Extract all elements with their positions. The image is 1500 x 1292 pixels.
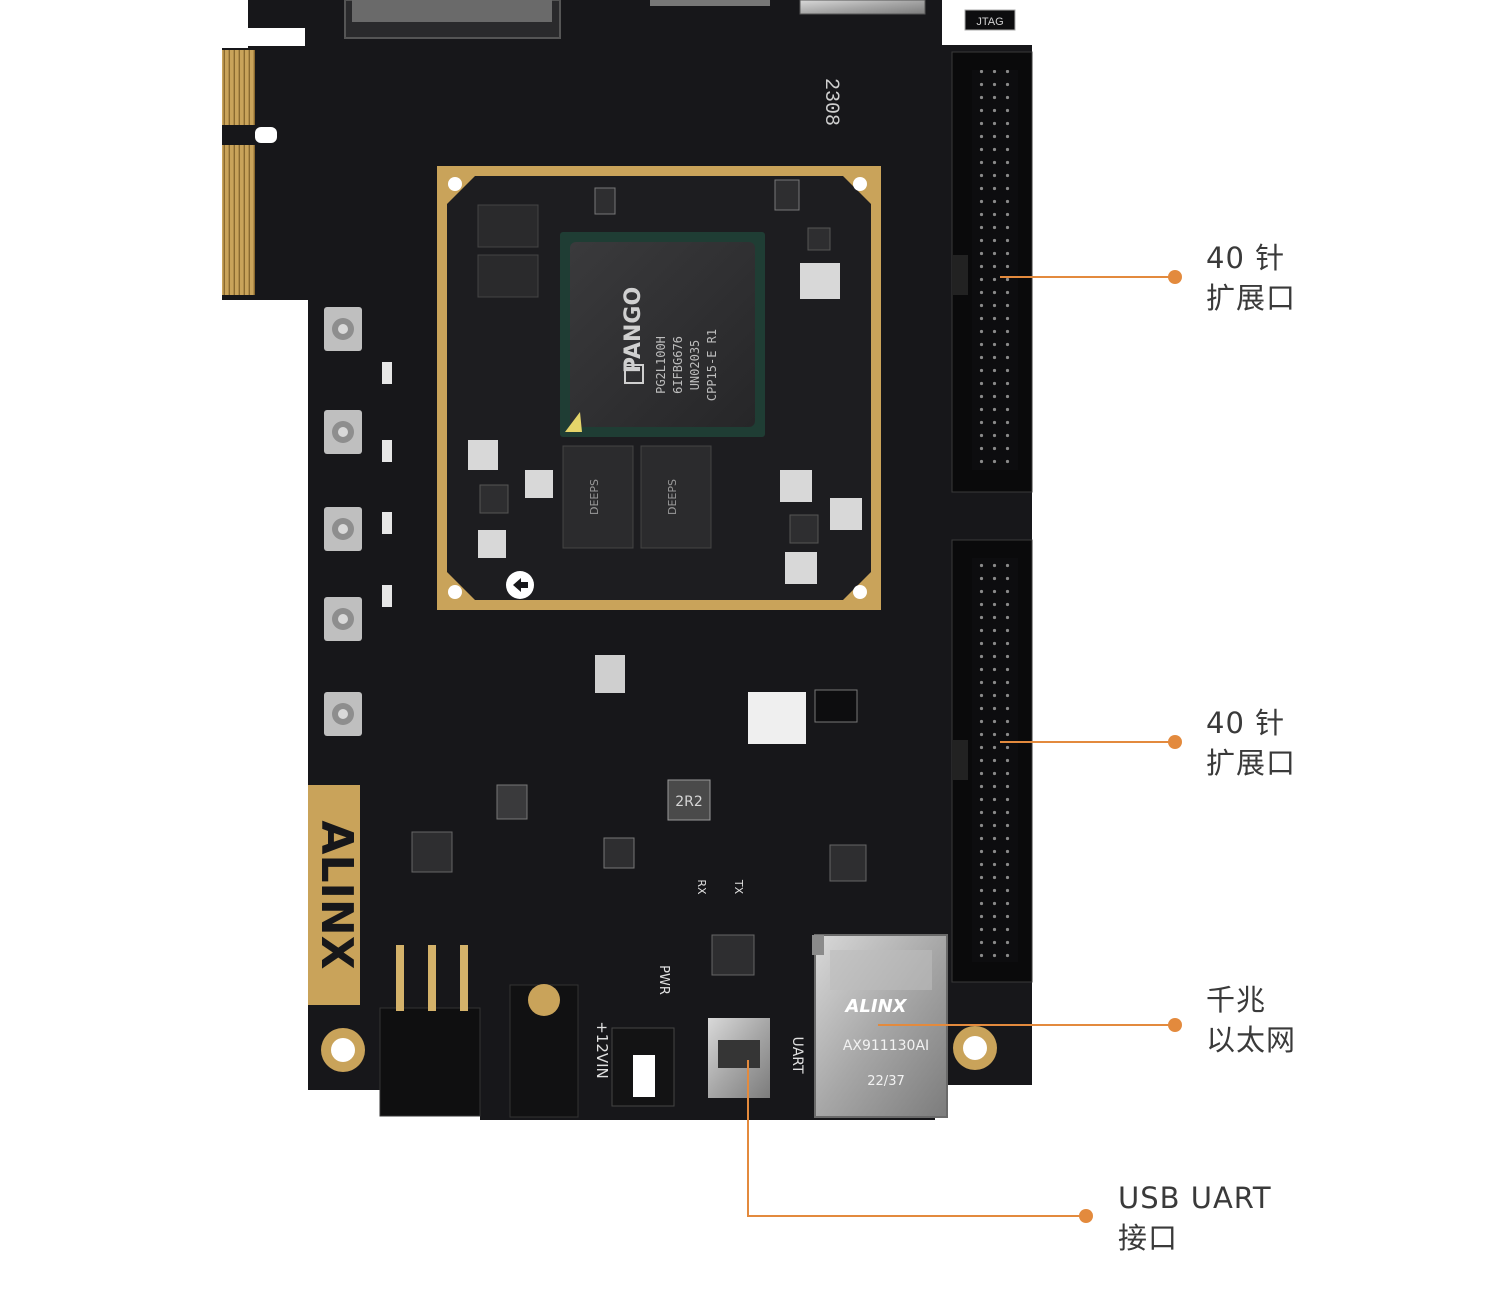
callout-dot-usb-uart bbox=[1079, 1209, 1093, 1223]
callout-dot-ethernet bbox=[1168, 1018, 1182, 1032]
fpga-code-3: CPP15-E R1 bbox=[705, 329, 719, 401]
silk-12vin: +12VIN bbox=[593, 1021, 611, 1079]
callout-ethernet-line1: 千兆 bbox=[1206, 983, 1267, 1017]
push-buttons bbox=[324, 307, 392, 736]
callout-usb-uart-line2: 接口 bbox=[1118, 1221, 1179, 1255]
silk-pwr: PWR bbox=[656, 965, 671, 995]
callout-upper-header-line2: 扩展口 bbox=[1206, 281, 1297, 315]
ddr-brand-1: DEEPS bbox=[588, 479, 601, 515]
fpga-brand: PANGO bbox=[621, 287, 646, 373]
silk-2308: 2308 bbox=[819, 78, 842, 126]
alinx-logo-strip bbox=[308, 785, 360, 1005]
callout-lines bbox=[747, 276, 1175, 1217]
silk-jtag: JTAG bbox=[976, 16, 1003, 28]
rj45-date: 22/37 bbox=[867, 1074, 904, 1089]
fpga-code-1: 6IFBG676 bbox=[671, 336, 685, 394]
power-section: 2R2 bbox=[411, 655, 867, 976]
ddr-brand-2: DEEPS bbox=[666, 479, 679, 515]
pcie-gold-fingers bbox=[222, 50, 277, 295]
callout-label-ethernet: 千兆 以太网 bbox=[1206, 980, 1296, 1060]
pin-header-lower bbox=[951, 539, 1033, 983]
silk-rx: RX bbox=[695, 879, 708, 895]
fpga-code-2: UN02035 bbox=[688, 340, 702, 391]
rj45-part: AX911130AI bbox=[843, 1038, 929, 1054]
pin-header-upper bbox=[951, 51, 1033, 493]
ddr-memory-chips: DEEPS DEEPS bbox=[562, 445, 712, 549]
callout-lower-header-line1: 40 针 bbox=[1206, 706, 1286, 740]
callout-dots bbox=[1079, 270, 1182, 1223]
rj45-brand: ALINX bbox=[843, 996, 907, 1017]
fpga-chip: PANGO PG2L100H 6IFBG676 UN02035 CPP15-E … bbox=[560, 232, 765, 437]
silk-uart: UART bbox=[789, 1036, 805, 1074]
silk-alinx-logo: ALINX bbox=[311, 820, 362, 969]
mounting-holes bbox=[321, 1026, 997, 1072]
callout-label-lower-header: 40 针 扩展口 bbox=[1206, 703, 1296, 783]
bottom-connectors bbox=[379, 945, 770, 1118]
callout-label-usb-uart: USB UART 接口 bbox=[1118, 1178, 1272, 1258]
inductor-mark: 2R2 bbox=[675, 794, 703, 810]
silk-tx: TX bbox=[732, 879, 745, 895]
callout-label-upper-header: 40 针 扩展口 bbox=[1206, 238, 1296, 318]
callout-line-usb-uart bbox=[747, 1060, 1086, 1217]
callout-dot-upper-header bbox=[1168, 270, 1182, 284]
callout-dot-lower-header bbox=[1168, 735, 1182, 749]
pcb-edge-notch bbox=[248, 28, 305, 46]
callout-ethernet-line2: 以太网 bbox=[1206, 1023, 1297, 1057]
callout-lower-header-line2: 扩展口 bbox=[1206, 746, 1297, 780]
callout-usb-uart-line1: USB UART bbox=[1118, 1181, 1272, 1215]
callout-upper-header-line1: 40 针 bbox=[1206, 241, 1286, 275]
fpga-part: PG2L100H bbox=[654, 336, 668, 394]
